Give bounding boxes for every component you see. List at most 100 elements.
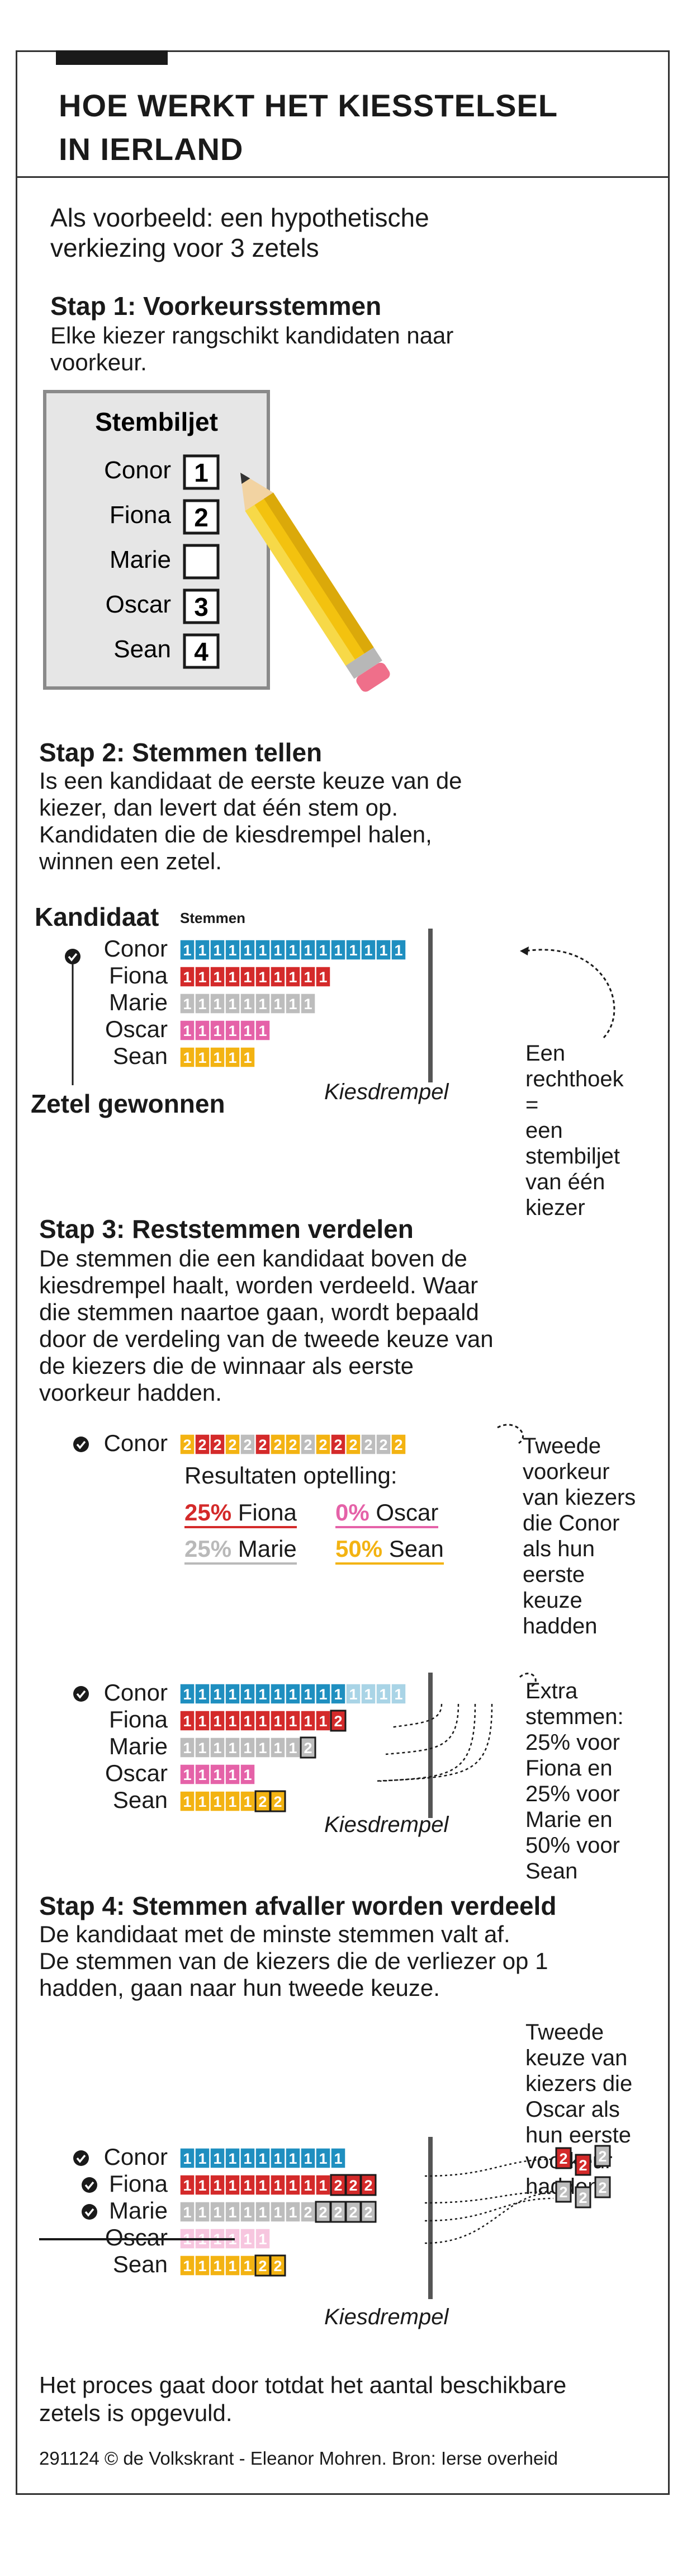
s4note-line: keuze van <box>525 2046 628 2070</box>
step4-ballot-sean-5 <box>240 2255 255 2276</box>
infographic-frame <box>16 50 670 2495</box>
step4-oscar-second-choice-4-label: 2 <box>559 2184 567 2201</box>
step3-conor-label: Conor <box>104 1430 168 1456</box>
step2-text-3: Kandidaten die de kiesdrempel halen, <box>39 821 432 847</box>
step4-ballot-oscar-5 <box>240 2228 255 2249</box>
step3-ballot-fiona-6-label: 1 <box>258 1713 267 1730</box>
s2note-line: van één <box>525 1170 605 1194</box>
step3-ballot-marie-4-label: 1 <box>228 1740 236 1756</box>
step2-ballot-fiona-10-label: 1 <box>319 969 327 986</box>
step4-ballot-marie-13 <box>360 2201 377 2223</box>
step2-ballot-marie-8 <box>285 993 301 1014</box>
votes-column-label: Stemmen <box>180 910 246 926</box>
step3-ballot-marie-3-label: 1 <box>213 1740 221 1756</box>
step3-second-pref-12 <box>345 1434 361 1455</box>
step4-ballot-fiona-1 <box>179 2174 195 2196</box>
s3xnote-line: Sean <box>525 1859 578 1883</box>
check-icon <box>73 1437 89 1452</box>
step3-ballot-conor-3-label: 1 <box>213 1686 221 1703</box>
step4-candidate-conor: Conor <box>104 2144 168 2170</box>
s3note-line: eerste <box>523 1562 585 1587</box>
step3-second-pref-11 <box>330 1434 346 1455</box>
step3-ballot-marie-7 <box>270 1737 286 1758</box>
step3-surplus-4-label: 1 <box>394 1686 402 1703</box>
step3-heading: Stap 3: Reststemmen verdelen <box>39 1214 414 1244</box>
step4-ballot-conor-10 <box>315 2148 331 2169</box>
result-candidate: Sean <box>388 1536 444 1562</box>
step4-ballot-marie-13-label: 2 <box>364 2204 372 2221</box>
step3-ballot-marie-5-label: 1 <box>243 1740 252 1756</box>
ballot-box-marie <box>183 544 220 580</box>
step4-ballot-marie-7-label: 1 <box>273 2204 282 2221</box>
step2-ballot-conor-7 <box>270 939 286 960</box>
step4-ballot-conor-7-label: 1 <box>273 2150 282 2167</box>
step4-ballot-conor-7 <box>270 2148 286 2169</box>
step4-ballot-sean-7 <box>269 2254 286 2277</box>
step3-second-pref-3 <box>210 1434 225 1455</box>
step4-ballot-sean-1 <box>179 2255 195 2276</box>
step4-ballot-conor-10-label: 1 <box>319 2150 327 2167</box>
s3xnote-line: 50% voor <box>525 1833 620 1858</box>
step3-second-pref-13-label: 2 <box>364 1437 372 1453</box>
step3-text-3: die stemmen naartoe gaan, wordt bepaald <box>39 1299 479 1325</box>
step2-annotation-arrow <box>525 949 615 1039</box>
result-percentage: 25% <box>184 1536 238 1562</box>
step3-ballot-fiona-2-label: 1 <box>198 1713 206 1730</box>
page-title-line-1: HOE WERKT HET KIESSTELSEL <box>59 88 558 123</box>
step2-text-1: Is een kandidaat de eerste keuze van de <box>39 767 462 794</box>
step4-oscar-second-choice-2 <box>575 2154 591 2176</box>
s3note-line: van kiezers <box>523 1485 636 1510</box>
step3-second-pref-12-label: 2 <box>349 1437 357 1453</box>
step2-ballot-conor-3-label: 1 <box>213 942 221 959</box>
step3-text-6: voorkeur hadden. <box>39 1379 222 1406</box>
step4-ballot-conor-5-label: 1 <box>243 2150 252 2167</box>
step3-ballot-conor-2 <box>195 1683 210 1704</box>
step3-extra-sean-2-label: 2 <box>273 1793 282 1810</box>
step2-ballot-marie-1-label: 1 <box>183 996 191 1012</box>
step2-ballot-conor-12-label: 1 <box>349 942 357 959</box>
step4-oscar-second-choice-6-label: 2 <box>598 2179 607 2196</box>
step3-second-pref-8 <box>285 1434 301 1455</box>
step2-ballot-sean-3-label: 1 <box>213 1049 221 1066</box>
step4-text-1: De kandidaat met de minste stemmen valt … <box>39 1921 510 1947</box>
seat-won-label: Zetel gewonnen <box>31 1089 225 1118</box>
step2-ballot-marie-5 <box>240 993 255 1014</box>
result-sean: 50% Sean <box>335 1536 444 1565</box>
step4-ballot-marie-2 <box>195 2201 210 2222</box>
step2-ballot-conor-9-label: 1 <box>304 942 312 959</box>
step4-ballot-conor-8-label: 1 <box>288 2150 297 2167</box>
step4-redistribution-arrow <box>424 2191 554 2204</box>
candidate-column-label: Kandidaat <box>35 902 159 931</box>
step2-ballot-sean-1 <box>179 1047 195 1068</box>
step3-extra-sean-2 <box>269 1790 286 1812</box>
step4-ballot-sean-4 <box>225 2255 240 2276</box>
step2-ballot-oscar-2 <box>195 1020 210 1041</box>
step2-ballot-conor-1 <box>179 939 195 960</box>
step4-ballot-sean-3 <box>210 2255 225 2276</box>
step2-annotation-arrowhead <box>520 946 529 955</box>
step2-ballot-marie-9-label: 1 <box>304 996 312 1012</box>
s3xnote-line: Fiona en <box>525 1756 613 1781</box>
step4-ballot-oscar-6 <box>255 2228 271 2249</box>
step2-ballot-fiona-3 <box>210 966 225 987</box>
step3-ballot-conor-11 <box>330 1683 346 1704</box>
step4-ballot-fiona-11-label: 2 <box>334 2177 342 2194</box>
s2note-line: stembiljet <box>525 1144 620 1169</box>
ballot-name-oscar: Oscar <box>106 591 171 618</box>
step3-ballot-sean-2-label: 1 <box>198 1793 206 1810</box>
step4-ballot-marie-8 <box>285 2201 301 2222</box>
step4-redistribution-arrow <box>424 2158 554 2177</box>
step2-heading: Stap 2: Stemmen tellen <box>39 738 323 767</box>
step2-ballot-fiona-5-label: 1 <box>243 969 252 986</box>
step2-ballot-fiona-8-label: 1 <box>288 969 297 986</box>
s3note-line: die Conor <box>523 1511 620 1536</box>
step3-ballot-sean-5-label: 1 <box>243 1793 252 1810</box>
step2-ballot-oscar-6 <box>255 1020 271 1041</box>
step4-ballot-oscar-6-label: 1 <box>258 2231 267 2248</box>
step3-ballot-oscar-4-label: 1 <box>228 1767 236 1783</box>
s3xnote-line: Marie en <box>525 1807 613 1832</box>
step4-ballot-conor-2-label: 1 <box>198 2150 206 2167</box>
step2-ballot-conor-10-label: 1 <box>319 942 327 959</box>
step2-ballot-marie-4 <box>225 993 240 1014</box>
step3-extra-fiona-1-label: 2 <box>334 1713 342 1730</box>
